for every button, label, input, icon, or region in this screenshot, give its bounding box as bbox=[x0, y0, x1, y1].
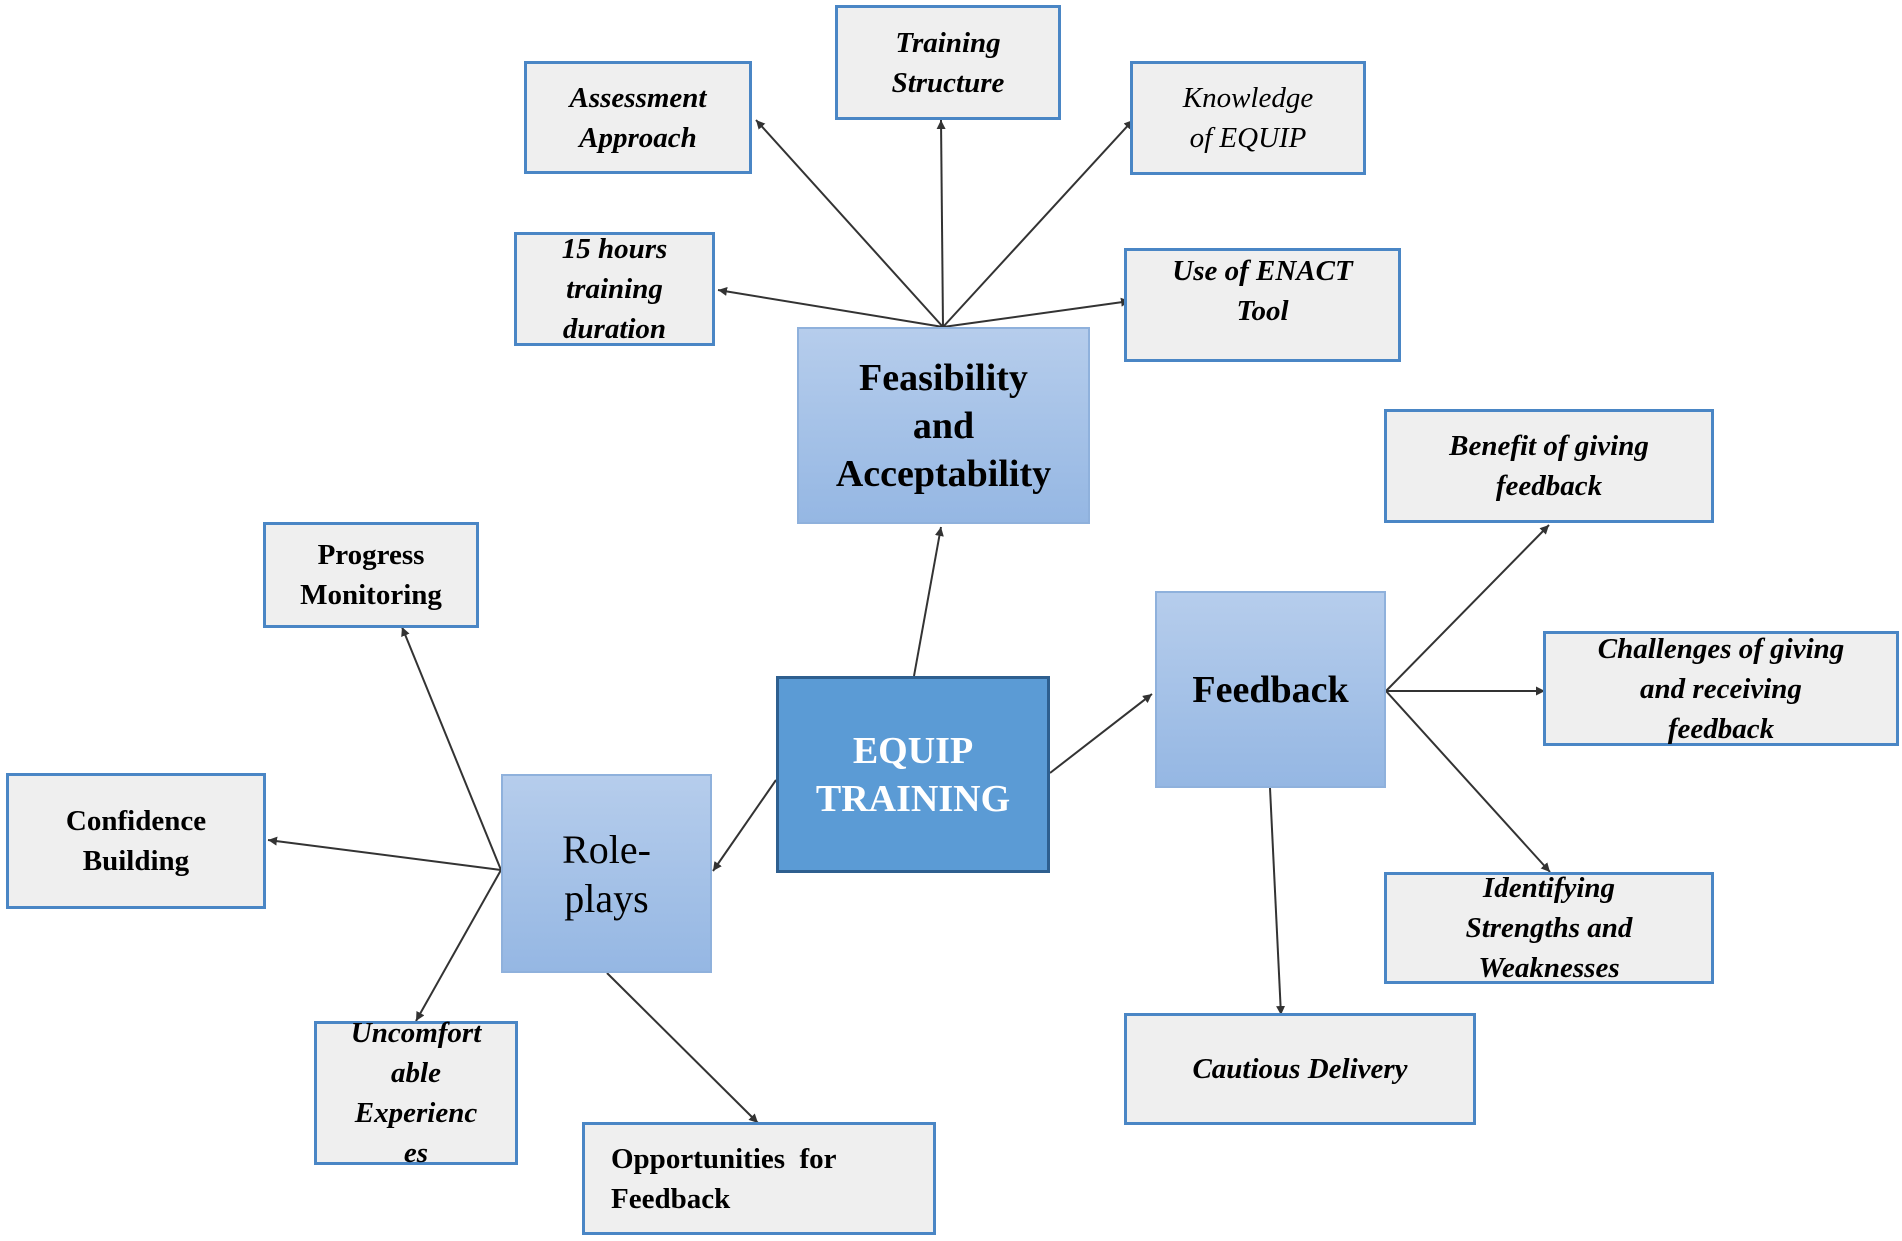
challenges-label-line-3: feedback bbox=[1667, 712, 1775, 745]
identifying-label-line-2: Strengths and bbox=[1465, 912, 1633, 944]
enact-label-line-1: Use of ENACT bbox=[1172, 255, 1353, 287]
enact-label-line-2: Tool bbox=[1236, 295, 1289, 327]
knowledge-label-line-1: Knowledge bbox=[1182, 82, 1314, 114]
arrow-roleplays-to-opportunities bbox=[606, 972, 759, 1124]
cautious-label-line-1: Cautious Delivery bbox=[1192, 1053, 1408, 1085]
training-structure-label-line-2: Structure bbox=[891, 66, 1005, 99]
opportunities-label-line-1: Opportunities for bbox=[611, 1142, 837, 1175]
uncomfortable-label-line-1: Uncomfort bbox=[350, 1017, 482, 1049]
identifying-strengths-node: Identifying Strengths and Weaknesses bbox=[1384, 872, 1714, 984]
challenges-of-feedback-node: Challenges of giving and receiving feedb… bbox=[1543, 631, 1899, 746]
identifying-label-line-3: Weaknesses bbox=[1478, 952, 1620, 984]
benefit-of-giving-feedback-node: Benefit of giving feedback bbox=[1384, 409, 1714, 523]
identifying-label-line-1: Identifying bbox=[1482, 872, 1616, 904]
hours-training-duration-node: 15 hours training duration bbox=[514, 232, 715, 346]
progress-monitoring-node: Progress Monitoring bbox=[263, 522, 479, 628]
benefit-label-line-2: feedback bbox=[1495, 470, 1603, 502]
arrow-feedback-to-benefit bbox=[1385, 524, 1550, 692]
arrow-feasibility-to-training-structure bbox=[936, 119, 946, 328]
training-structure-label-line-1: Training bbox=[895, 26, 1001, 59]
uncomfortable-label-line-3: Experienc bbox=[354, 1097, 478, 1129]
cautious-delivery-node: Cautious Delivery bbox=[1124, 1013, 1476, 1125]
core-label-line-2: TRAINING bbox=[815, 777, 1011, 820]
training-structure-node: Training Structure bbox=[835, 5, 1061, 120]
arrow-feasibility-to-assessment bbox=[755, 119, 944, 328]
roleplays-label-line-2: plays bbox=[564, 875, 649, 921]
arrow-feasibility-to-knowledge bbox=[942, 119, 1134, 328]
roleplays-node: Role- plays bbox=[501, 774, 712, 973]
arrow-roleplays-to-progress bbox=[401, 626, 502, 871]
arrow-core-to-feasibility bbox=[913, 526, 944, 677]
opportunities-label-line-2: Feedback bbox=[611, 1182, 731, 1215]
use-of-enact-tool-node: Use of ENACT Tool bbox=[1124, 248, 1401, 362]
arrow-feasibility-to-hours bbox=[717, 287, 944, 328]
uncomfortable-label-line-4: es bbox=[403, 1137, 429, 1169]
hours-label-line-2: training bbox=[566, 273, 663, 305]
hours-label-line-1: 15 hours bbox=[561, 233, 668, 265]
arrow-feedback-to-cautious bbox=[1269, 787, 1286, 1016]
confidence-label-line-1: Confidence bbox=[65, 805, 207, 837]
confidence-label-line-2: Building bbox=[82, 845, 190, 877]
knowledge-label-line-2: of EQUIP bbox=[1189, 122, 1307, 154]
knowledge-of-equip-node: Knowledge of EQUIP bbox=[1130, 61, 1366, 175]
benefit-label-line-1: Benefit of giving bbox=[1449, 430, 1649, 462]
roleplays-label-line-1: Role- bbox=[562, 826, 651, 872]
feasibility-label-line-2: and bbox=[912, 404, 975, 447]
arrow-feasibility-to-enact bbox=[942, 297, 1131, 328]
assessment-approach-node: Assessment Approach bbox=[524, 61, 752, 174]
assessment-label-line-1: Assessment bbox=[569, 81, 707, 114]
feasibility-node: Feasibility and Acceptability bbox=[797, 327, 1090, 524]
feedback-label-line-1: Feedback bbox=[1192, 668, 1349, 711]
progress-label-line-1: Progress bbox=[317, 539, 425, 571]
uncomfortable-experiences-node: Uncomfort able Experienc es bbox=[314, 1017, 518, 1169]
confidence-building-node: Confidence Building bbox=[6, 773, 266, 909]
hours-label-line-3: duration bbox=[562, 313, 667, 345]
arrow-feedback-to-identifying bbox=[1385, 690, 1551, 873]
progress-label-line-2: Monitoring bbox=[300, 579, 442, 611]
assessment-label-line-2: Approach bbox=[579, 121, 697, 154]
opportunities-for-feedback-node: Opportunities for Feedback bbox=[582, 1122, 936, 1235]
arrow-roleplays-to-uncomfortable bbox=[415, 869, 502, 1022]
feasibility-label-line-3: Acceptability bbox=[835, 452, 1052, 495]
arrow-roleplays-to-confidence bbox=[267, 836, 502, 871]
feasibility-label-line-1: Feasibility bbox=[859, 356, 1028, 399]
equip-training-node: EQUIP TRAINING bbox=[776, 676, 1050, 873]
challenges-label-line-1: Challenges of giving bbox=[1597, 632, 1845, 665]
feedback-node: Feedback bbox=[1155, 591, 1386, 788]
challenges-label-line-2: and receiving bbox=[1640, 672, 1802, 705]
arrow-core-to-roleplays bbox=[712, 779, 777, 872]
uncomfortable-label-line-2: able bbox=[391, 1057, 441, 1089]
core-label-line-1: EQUIP bbox=[852, 729, 974, 772]
arrow-core-to-feedback bbox=[1049, 693, 1153, 774]
